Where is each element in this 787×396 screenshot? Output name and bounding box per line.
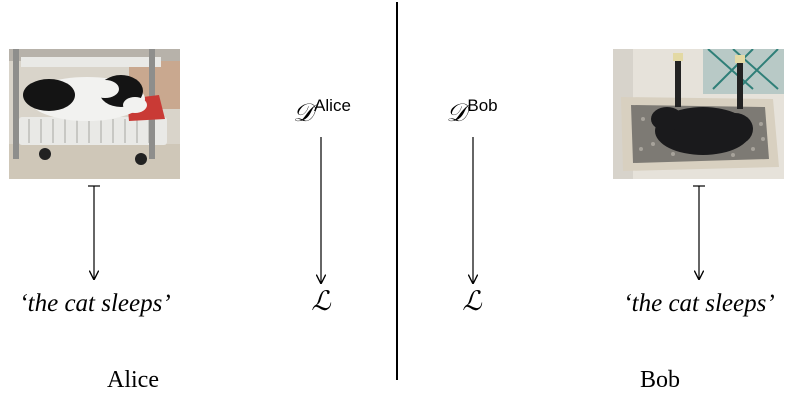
alice-distribution-symbol: 𝒟 (293, 98, 314, 127)
alice-distribution-superscript: Alice (314, 96, 351, 115)
bob-distribution: 𝒟Bob (446, 96, 497, 128)
bob-distribution-superscript: Bob (467, 96, 498, 115)
alice-cat-photo (9, 49, 180, 179)
bob-caption: ‘the cat sleeps’ (623, 290, 775, 317)
bob-distribution-symbol: 𝒟 (446, 98, 467, 127)
alice-label: Alice (107, 367, 159, 393)
alice-distribution: 𝒟Alice (293, 96, 351, 128)
bob-language: ℒ (462, 286, 482, 317)
alice-caption: ‘the cat sleeps’ (19, 290, 171, 317)
alice-language: ℒ (311, 286, 331, 317)
bob-label: Bob (639, 367, 681, 393)
bob-cat-photo (613, 49, 784, 179)
